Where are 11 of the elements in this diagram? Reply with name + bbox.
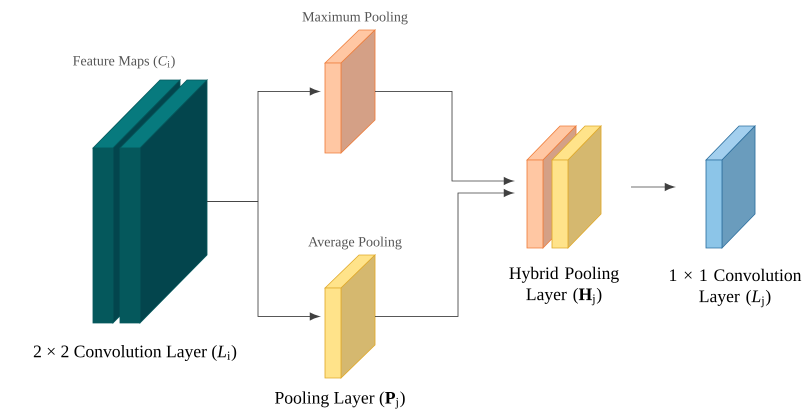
layer-label: 2 × 2 Convolution Layer (L$_{i}$) xyxy=(34,345,236,361)
arrow xyxy=(630,183,675,191)
heading-label: Feature Maps (C$_{i}$) xyxy=(73,56,175,68)
heading-label: Average Pooling xyxy=(308,236,402,250)
arrow xyxy=(206,201,320,320)
heading-label: Maximum Pooling xyxy=(302,12,408,24)
arrow xyxy=(374,91,514,185)
layer-label: 1 × 1 Convolution Layer (L$_{j}$) xyxy=(670,268,802,308)
layer-label: Pooling Layer (P$_{j}$) xyxy=(275,391,405,409)
arrow xyxy=(374,189,514,317)
layer-label: Hybrid Pooling Layer (H$_{j}$) xyxy=(509,266,619,306)
